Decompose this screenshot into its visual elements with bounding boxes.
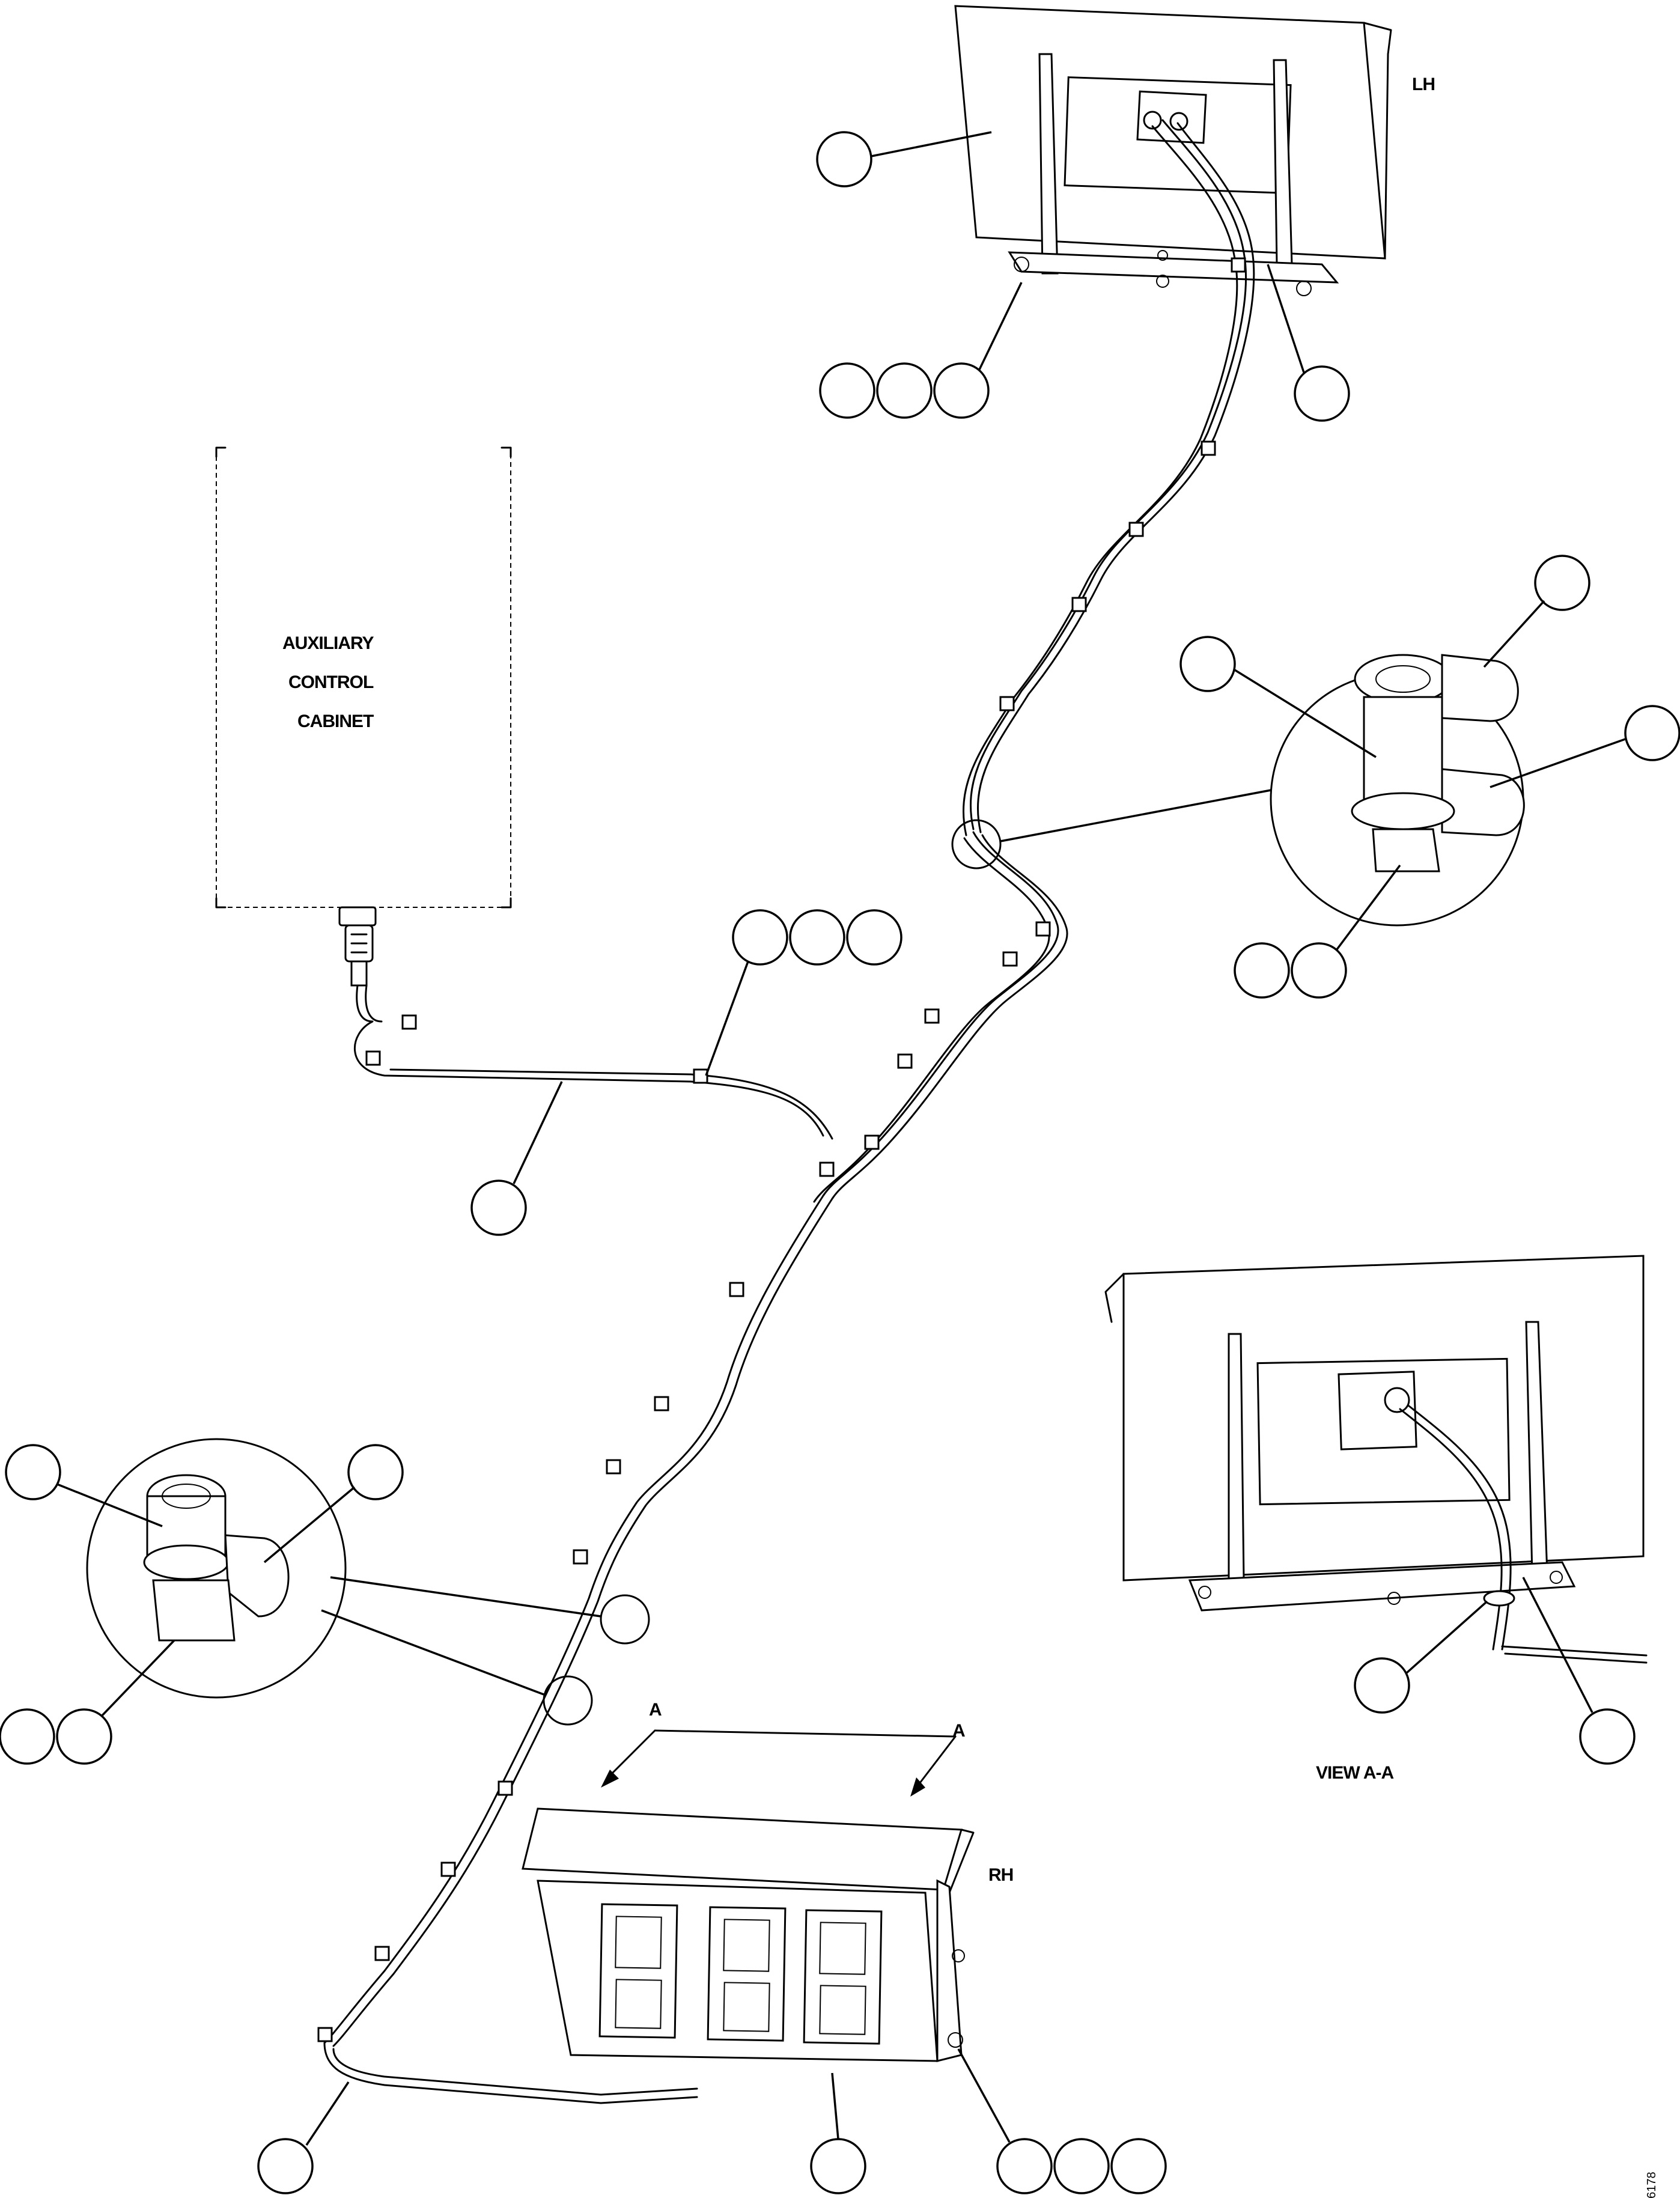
callout-balloons bbox=[0, 131, 1680, 2194]
rh-label: RH bbox=[988, 1865, 1013, 1885]
rh-signal-housing bbox=[522, 1807, 975, 2062]
clamp-detail-upper bbox=[1270, 654, 1525, 927]
clamp-detail-lower bbox=[86, 1438, 347, 1699]
section-marker-right: A bbox=[952, 1721, 965, 1741]
cabinet-label-line2: CONTROL bbox=[288, 672, 374, 692]
view-a-a-housing bbox=[1104, 1255, 1648, 1664]
section-a-a-marker bbox=[601, 1729, 957, 1797]
harness-clamps bbox=[317, 257, 1246, 2042]
drawing-number: 56178 bbox=[1645, 2172, 1658, 2198]
cabinet-connector bbox=[338, 906, 377, 987]
lh-signal-housing bbox=[954, 5, 1392, 296]
section-marker-left: A bbox=[649, 1700, 662, 1720]
view-a-a-title: VIEW A-A bbox=[1316, 1763, 1394, 1783]
cabinet-label-line1: AUXILIARY bbox=[282, 633, 374, 653]
cabinet-label-line3: CABINET bbox=[297, 711, 374, 731]
wire-harness bbox=[317, 119, 1255, 2104]
lh-label: LH bbox=[1412, 75, 1435, 94]
